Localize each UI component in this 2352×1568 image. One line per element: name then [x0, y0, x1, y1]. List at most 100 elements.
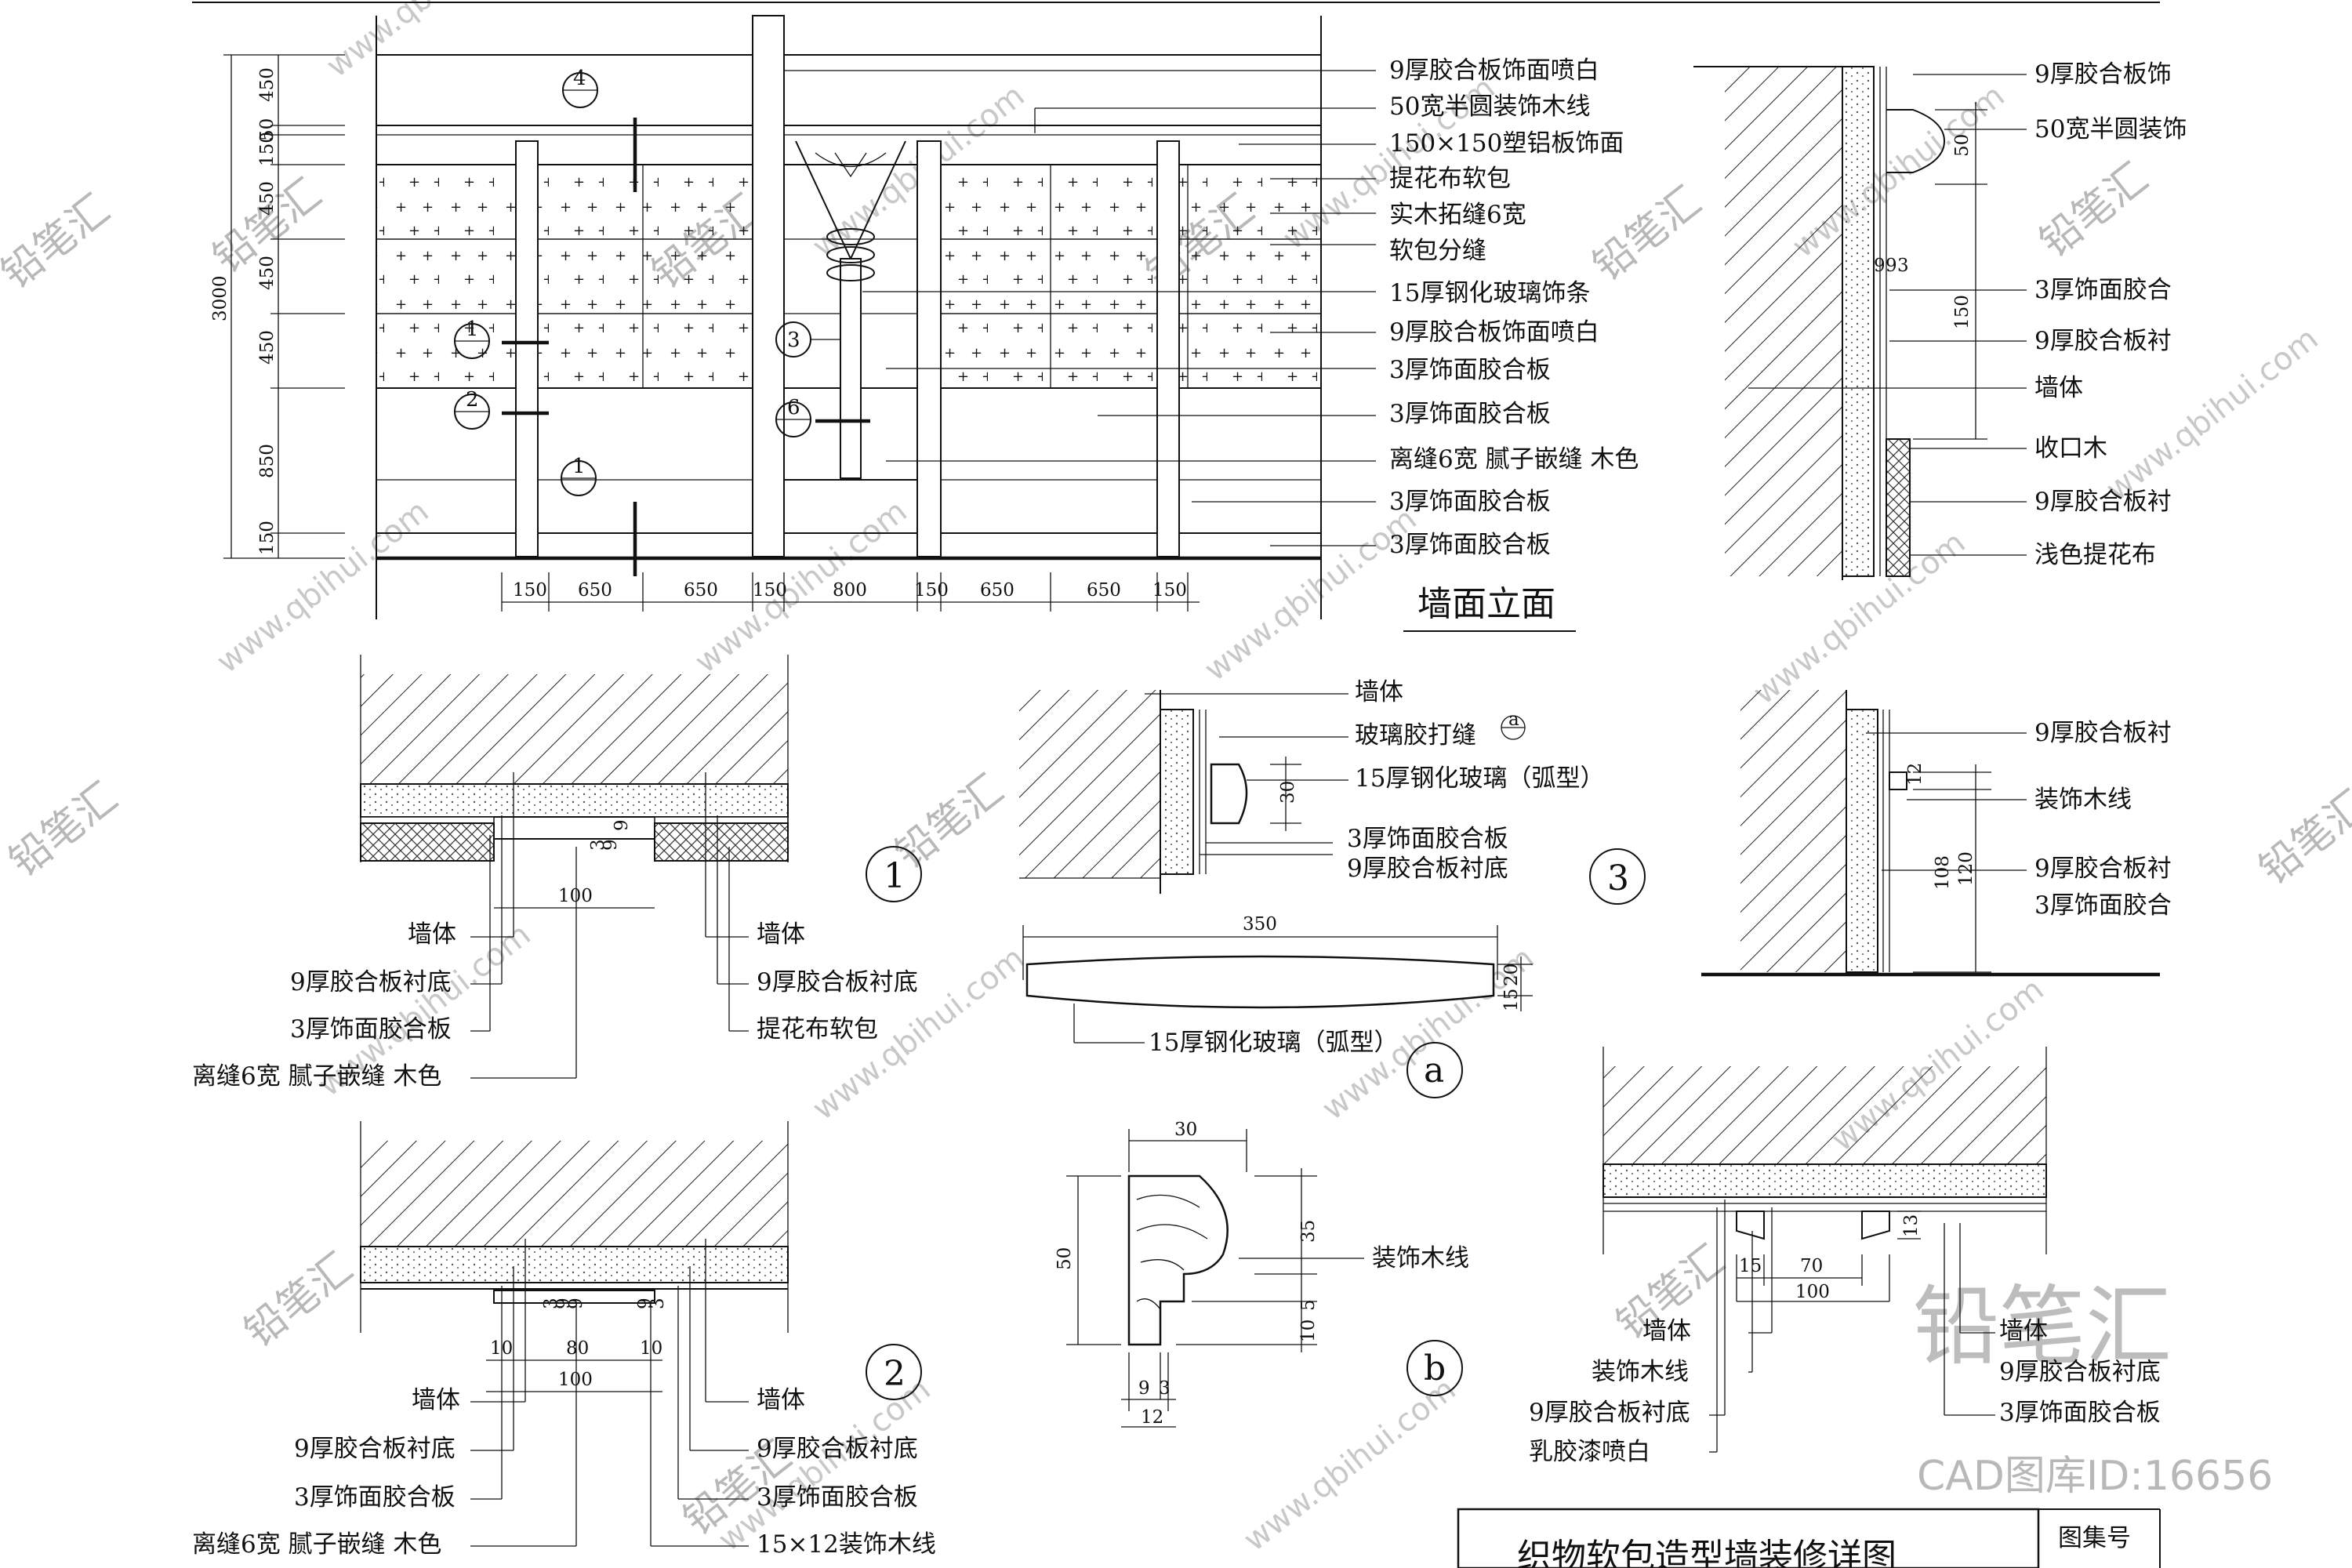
svg-text:9厚胶合板衬: 9厚胶合板衬	[2034, 488, 2172, 516]
svg-text:15厚钢化玻璃（弧型）: 15厚钢化玻璃（弧型）	[1355, 764, 1604, 793]
svg-text:离缝6宽 腻子嵌缝 木色: 离缝6宽 腻子嵌缝 木色	[192, 1530, 441, 1559]
cad-id-watermark: CAD图库ID:16656	[1917, 1453, 2273, 1500]
svg-text:20: 20	[1501, 964, 1522, 986]
svg-text:450: 450	[257, 330, 278, 365]
svg-text:30: 30	[1174, 1120, 1197, 1140]
svg-text:墙体: 墙体	[757, 1386, 805, 1414]
svg-text:15厚钢化玻璃（弧型）: 15厚钢化玻璃（弧型）	[1149, 1029, 1398, 1057]
detail-glass-strip: 30 a 墙体 玻璃胶打缝 15厚钢化玻璃（弧型） 3厚饰面胶合板 9厚胶合板衬…	[1019, 678, 1646, 905]
section-bubble-4: 4	[562, 67, 637, 192]
svg-text:3厚饰面胶合: 3厚饰面胶合	[2034, 891, 2172, 920]
svg-text:50: 50	[1952, 134, 1973, 157]
svg-text:1: 1	[466, 318, 479, 341]
svg-text:150: 150	[1152, 580, 1187, 601]
svg-text:850: 850	[257, 444, 278, 478]
svg-text:9: 9	[1138, 1378, 1150, 1399]
detail-2-mark: 2	[884, 1354, 906, 1394]
moulding-profile	[1127, 1174, 1229, 1346]
svg-text:12: 12	[1141, 1407, 1163, 1428]
title-block: 织物软包造型墙装修详图 图集号	[1457, 1508, 2161, 1568]
svg-text:离缝6宽 腻子嵌缝 木色: 离缝6宽 腻子嵌缝 木色	[192, 1062, 441, 1091]
svg-text:15: 15	[1739, 1256, 1762, 1276]
watermark-brand-large: 铅笔汇	[1913, 1276, 2172, 1377]
height-dimension-chain: 3000 450 50 150 450 450 450 850 150	[210, 54, 345, 559]
elevation-title: 墙面立面	[1417, 584, 1555, 624]
svg-text:9: 9	[554, 1298, 574, 1309]
watermark-brand: 铅笔汇	[887, 766, 1012, 878]
svg-text:450: 450	[257, 67, 278, 102]
pilaster-right	[916, 140, 942, 557]
fabric-panel-right	[940, 164, 1322, 389]
detail-b-mark: b	[1424, 1348, 1446, 1388]
detail-2: 3 9 9 9 3 10 80 10 100 2 墙体 9厚胶合板衬底 3厚饰面…	[192, 1121, 936, 1559]
callout-label: 3厚饰面胶合板	[1389, 488, 1551, 516]
svg-text:乳胶漆喷白: 乳胶漆喷白	[1529, 1438, 1650, 1466]
svg-text:9: 9	[601, 839, 621, 851]
watermark-url: www.qbihui.com	[320, 0, 546, 85]
fabric-panel-left	[376, 164, 753, 389]
pilaster-left	[752, 15, 785, 557]
svg-text:9厚胶合板衬底: 9厚胶合板衬底	[1347, 855, 1508, 883]
svg-text:墙体: 墙体	[757, 920, 805, 949]
svg-text:13: 13	[1901, 1214, 1922, 1237]
svg-text:150: 150	[257, 521, 278, 555]
callout-label: 3厚饰面胶合板	[1389, 400, 1551, 428]
svg-text:50: 50	[1054, 1247, 1075, 1270]
svg-text:2: 2	[466, 388, 479, 412]
detail-bottom-right: 13 15 70 100 墙体 装饰木线 9厚胶合板衬底 乳胶漆喷白 墙体 9厚…	[1529, 1047, 2161, 1466]
detail-top-right: 50 9 9 3 150 9厚胶合板饰 50宽半圆装饰 3厚饰面胶合 9厚胶合板…	[1693, 60, 2187, 580]
detail-b: 30 50 35 5 10 9 3 12 装饰木线 b	[1054, 1120, 1469, 1428]
svg-text:100: 100	[558, 886, 593, 906]
svg-text:650: 650	[1087, 580, 1121, 601]
svg-text:70: 70	[1800, 1256, 1823, 1276]
svg-text:3厚饰面胶合板: 3厚饰面胶合板	[290, 1015, 452, 1044]
detail-1: 3 9 9 100 1 墙体 9厚胶合板衬底 3厚饰面胶合板 离缝6宽 腻子嵌缝…	[192, 655, 922, 1091]
svg-text:5: 5	[1298, 1299, 1319, 1311]
watermark-url: www.qbihui.com	[210, 493, 436, 681]
svg-text:3厚饰面胶合板: 3厚饰面胶合板	[294, 1483, 456, 1512]
watermark-brand: 铅笔汇	[2031, 154, 2157, 267]
svg-text:150: 150	[513, 580, 547, 601]
svg-text:150: 150	[914, 580, 949, 601]
svg-text:a: a	[1508, 710, 1519, 730]
watermark-url: www.qbihui.com	[688, 493, 914, 681]
section-bubble-2: 2	[454, 388, 549, 430]
svg-text:10: 10	[1298, 1319, 1319, 1342]
callout-label: 实木拓缝6宽	[1389, 201, 1526, 229]
svg-text:120: 120	[1956, 851, 1976, 886]
svg-text:墙体: 墙体	[408, 920, 456, 949]
detail-1-mark: 1	[884, 856, 906, 896]
svg-text:15×12装饰木线: 15×12装饰木线	[757, 1530, 936, 1559]
svg-text:装饰木线: 装饰木线	[1372, 1244, 1469, 1272]
svg-text:9厚胶合板衬底: 9厚胶合板衬底	[757, 1435, 918, 1463]
svg-text:9厚胶合板衬底: 9厚胶合板衬底	[757, 968, 918, 996]
svg-text:9厚胶合板衬底: 9厚胶合板衬底	[1999, 1358, 2161, 1386]
svg-text:12: 12	[1905, 763, 1926, 786]
watermark-url: www.qbihui.com	[1198, 501, 1424, 688]
dim-height-total: 3000	[210, 275, 230, 321]
callout-label: 离缝6宽 腻子嵌缝 木色	[1389, 445, 1639, 474]
svg-text:3厚饰面胶合板: 3厚饰面胶合板	[757, 1483, 918, 1512]
callout-label: 3厚饰面胶合板	[1389, 356, 1551, 384]
svg-text:4: 4	[573, 67, 586, 90]
callout-label: 提花布软包	[1389, 165, 1511, 193]
svg-text:墙体: 墙体	[1642, 1317, 1691, 1345]
callout-label: 软包分缝	[1389, 237, 1486, 265]
callout-label: 15厚钢化玻璃饰条	[1389, 279, 1590, 307]
drawing-title: 织物软包造型墙装修详图	[1517, 1537, 1896, 1568]
svg-text:收口木: 收口木	[2034, 434, 2107, 463]
svg-text:3: 3	[1159, 1378, 1171, 1399]
watermark-brand: 铅笔汇	[236, 1244, 361, 1356]
svg-text:3: 3	[541, 1298, 561, 1309]
svg-text:1: 1	[572, 455, 586, 478]
detail-a-mark: a	[1424, 1051, 1444, 1091]
svg-text:150: 150	[257, 132, 278, 166]
watermark-brand: 铅笔汇	[1584, 178, 1710, 290]
callout-label: 50宽半圆装饰木线	[1389, 93, 1590, 121]
svg-text:9: 9	[612, 819, 632, 831]
svg-text:装饰木线: 装饰木线	[1592, 1358, 1689, 1386]
svg-text:150: 150	[1952, 295, 1973, 329]
svg-text:100: 100	[558, 1370, 593, 1390]
svg-text:450: 450	[257, 256, 278, 290]
svg-text:30: 30	[1278, 781, 1298, 804]
